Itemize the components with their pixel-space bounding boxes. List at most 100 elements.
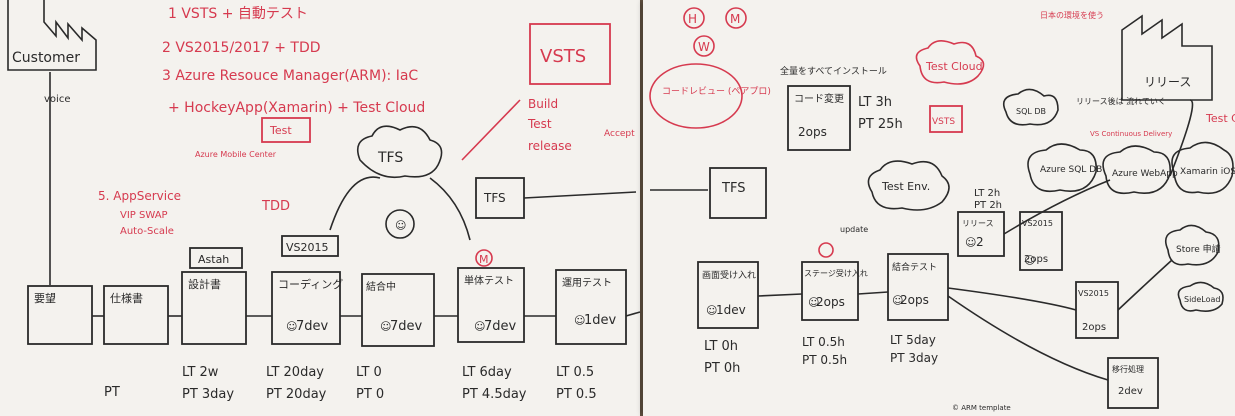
left-paper-sheet — [0, 0, 640, 416]
voice-label: voice — [44, 94, 70, 105]
xamarin-cloud — [1171, 141, 1234, 195]
azure-webapp-cloud — [1102, 145, 1171, 195]
right-tfs-box — [709, 167, 767, 219]
tfs-cloud-label: TFS — [377, 150, 403, 166]
test-env-cloud — [867, 160, 950, 211]
box-effort: 2ops — [798, 125, 827, 139]
box-title: VS2015 — [1078, 289, 1109, 298]
metric-pt: PT 3day — [182, 387, 234, 402]
azure-webapp-label: Azure WebApp — [1112, 169, 1178, 179]
plan-line-2: 2 VS2015/2017 + TDD — [162, 40, 321, 56]
vsts-item-release: release — [528, 139, 572, 153]
vsts-item-build: Build — [528, 97, 558, 111]
m-badge-right-circle — [818, 242, 834, 258]
test-box — [261, 117, 311, 143]
flow-link — [947, 287, 1077, 311]
tfs-arrow — [523, 191, 637, 199]
metric-pt: PT 0 — [356, 387, 384, 402]
stage-label: コーディング — [278, 277, 343, 291]
flow-link — [1117, 259, 1173, 311]
test-cloud-label: Test Cloud — [925, 60, 983, 73]
vsts-box — [529, 23, 611, 85]
left-stage-5: 結合中 7dev — [361, 273, 435, 347]
right-stage-1: 画面受け入れ 1dev — [697, 261, 759, 329]
plan-line-1: 1 VSTS + 自動テスト — [168, 6, 308, 22]
box1-pt: PT 25h — [858, 117, 903, 132]
badge-h: H — [688, 12, 697, 26]
cloud-link-right — [429, 177, 471, 241]
astah-box — [189, 247, 243, 269]
pair-review-label: コードレビュー (ペアプロ) — [662, 86, 771, 97]
right-metric-pt: PT 0h — [704, 361, 740, 376]
release-label: リリース — [1144, 75, 1191, 89]
metric-pt: PT 20day — [266, 387, 327, 402]
stage-label: 単体テスト — [464, 274, 514, 287]
sql-db-label: SQL DB — [1016, 107, 1046, 116]
box-title: 移行処理 — [1112, 364, 1144, 374]
footer-note: © ARM template — [952, 404, 1011, 412]
stage-label: 結合中 — [366, 280, 396, 293]
appservice-line-2: Auto-Scale — [120, 226, 174, 237]
m-badge-label: M — [479, 253, 489, 266]
flow-arrow — [757, 293, 803, 297]
stage-label: 要望 — [34, 292, 56, 305]
update-label: update — [840, 225, 868, 234]
badge-w: W — [698, 40, 710, 54]
stage-effort: 1dev — [716, 303, 746, 317]
smile-face: ☺ — [474, 320, 485, 333]
astah-label: Astah — [198, 253, 229, 266]
smile-face: ☺ — [380, 320, 391, 333]
smile-face: ☺ — [808, 296, 819, 309]
stage-label: ステージ受け入れ — [804, 268, 868, 278]
metric-lt: LT 0.5 — [556, 365, 594, 380]
stage-label: 仕様書 — [110, 291, 143, 305]
metric-pt: PT 0.5 — [556, 387, 597, 402]
right-vsts-box — [929, 105, 963, 133]
customer-label: Customer — [12, 50, 80, 66]
box-effort: 2ops — [1082, 322, 1106, 333]
box1-lt: LT 3h — [858, 95, 892, 110]
test-c-label: Test C — [1205, 112, 1235, 125]
right-stage-3: 結合テスト 2ops — [887, 253, 949, 321]
top-note: 全量をすべてインストール — [780, 65, 887, 77]
m-badge-circle — [475, 249, 493, 267]
stage-effort: 7dev — [296, 319, 329, 334]
japan-note: 日本の環境を使う — [1040, 10, 1104, 20]
xamarin-label: Xamarin iOS/And — [1180, 167, 1235, 177]
plan-line-4: + HockeyApp(Xamarin) + Test Cloud — [168, 100, 425, 116]
smile-face: ☺ — [965, 236, 976, 249]
vs-cd-label: VS Continuous Delivery — [1090, 130, 1172, 138]
accept-label: Accept — [604, 129, 635, 139]
right-box-migration: 移行処理 2dev — [1107, 357, 1159, 409]
badge-w-circle — [693, 35, 715, 57]
flow-link — [1003, 179, 1111, 235]
metric-lt: LT 20day — [266, 365, 324, 380]
right-stage-2: ステージ受け入れ 2ops — [801, 261, 868, 321]
smile-face: ☺ — [706, 304, 717, 317]
stage-effort: 1dev — [584, 313, 617, 328]
pt-2h: PT 2h — [974, 200, 1002, 211]
vsts-title: VSTS — [540, 46, 586, 67]
box-title: コード変更 — [794, 92, 844, 105]
smile-face: ☺ — [1024, 254, 1035, 267]
metric-pt: PT — [104, 385, 120, 400]
left-stage-3: 設計書 — [181, 271, 247, 345]
smile-circle — [385, 209, 415, 239]
metric-pt: PT 4.5day — [462, 387, 527, 402]
test-label: Test — [269, 124, 292, 137]
box-title: リリース — [962, 219, 994, 228]
lt-2h: LT 2h — [974, 188, 1000, 199]
tfs-box-label: TFS — [483, 191, 506, 205]
plan-line-3: 3 Azure Resouce Manager(ARM): IaC — [162, 68, 418, 84]
left-stage-7: 運用テスト 1dev — [555, 269, 627, 345]
right-metric-lt: LT 0h — [704, 339, 738, 354]
left-stage-4: コーディング 7dev — [271, 271, 343, 345]
badge-h-circle — [683, 7, 705, 29]
appservice-line-1: VIP SWAP — [120, 210, 168, 221]
azure-sql-cloud — [1027, 143, 1097, 193]
pair-review-bubble — [649, 63, 743, 129]
smile-face: ☺ — [892, 294, 903, 307]
sideload-cloud — [1177, 281, 1224, 312]
vsts-arrow — [461, 99, 521, 161]
